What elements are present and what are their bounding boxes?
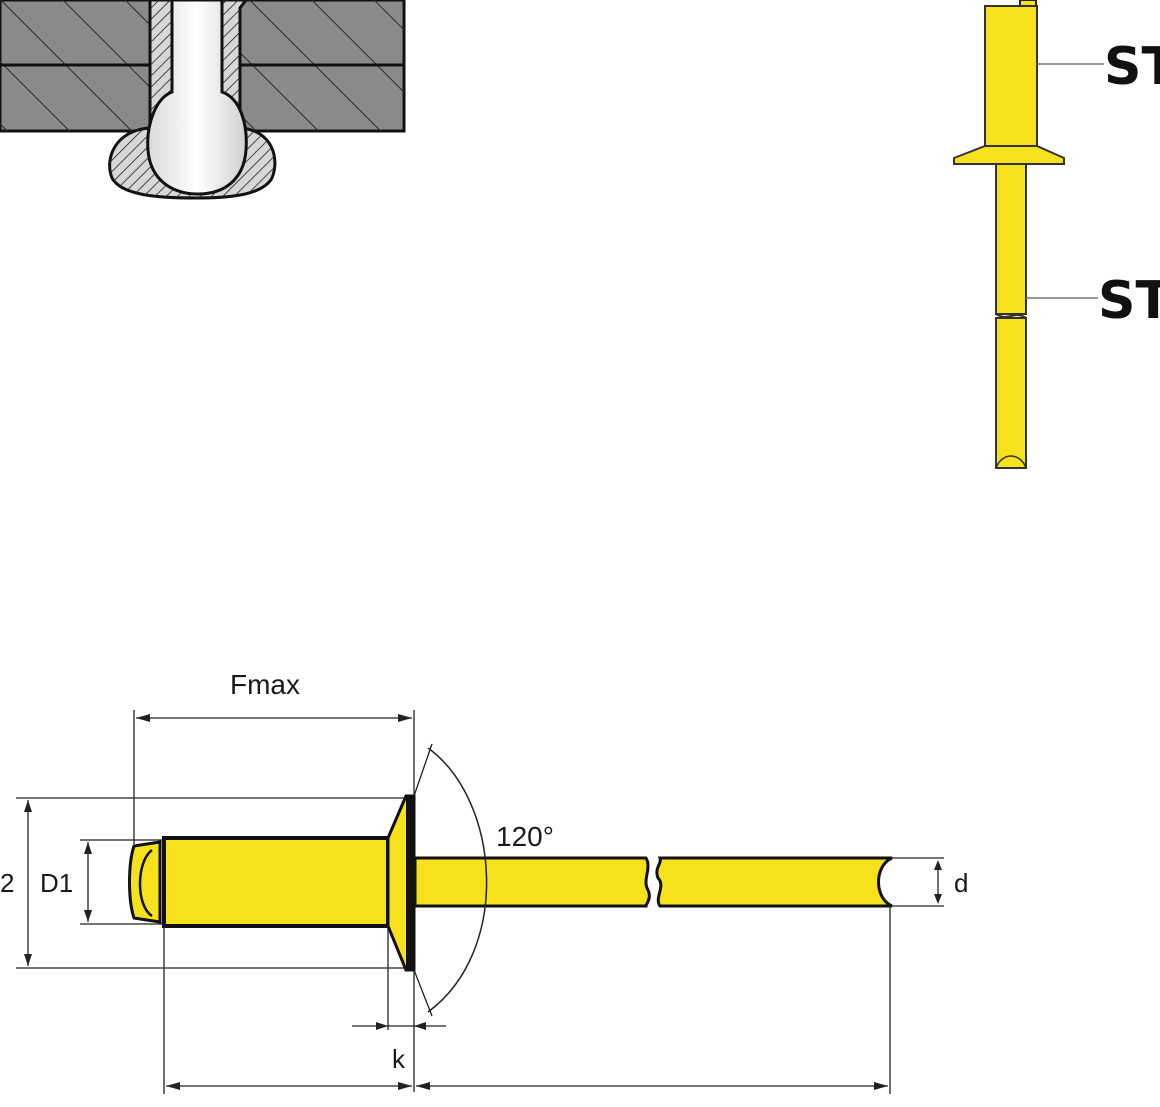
angle-arc — [427, 747, 488, 1013]
callout-upper-label: ST — [1104, 37, 1160, 97]
callout-lower-label: ST — [1098, 271, 1160, 331]
mandrel-left — [413, 856, 651, 908]
rivet-body — [984, 5, 1038, 149]
mandrel-right — [655, 856, 893, 908]
rivet-side-view: ST ST — [953, 0, 1160, 469]
d2-label: 2 — [0, 868, 14, 898]
dimension-drawing: Fmax 120° 2 D1 d k — [0, 669, 968, 1094]
fmax-label: Fmax — [230, 669, 300, 700]
k-label: k — [392, 1044, 406, 1074]
rivet-body-dim — [162, 836, 390, 928]
mandrel-head — [146, 0, 248, 196]
mandrel-stem — [995, 163, 1027, 315]
d1-label: D1 — [40, 868, 73, 898]
d-label: d — [954, 868, 968, 898]
rivet-tail — [128, 840, 162, 924]
rivet-flange — [953, 145, 1065, 165]
angle-label: 120° — [496, 821, 554, 852]
riveted-joint-section — [0, 0, 406, 200]
mandrel-break-notch — [995, 313, 1027, 319]
